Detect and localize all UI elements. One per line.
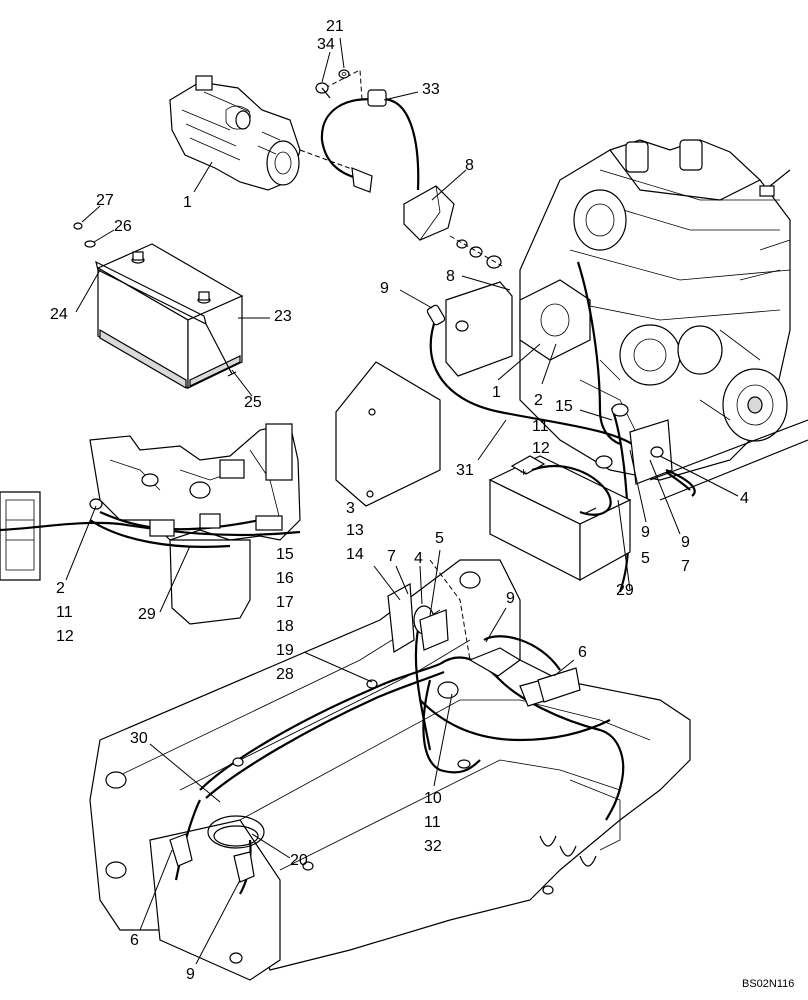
callout-1-engine: 1	[492, 384, 501, 401]
nuts-8	[449, 235, 503, 269]
callout-12-right: 12	[532, 440, 550, 457]
callout-32: 32	[424, 838, 442, 855]
callout-25: 25	[244, 394, 262, 411]
callout-5-mid: 5	[435, 530, 444, 547]
cable-loop-20	[169, 799, 265, 895]
engine-side-view	[0, 423, 301, 625]
callout-9-right-b: 9	[641, 524, 650, 541]
battery-2: +	[488, 455, 632, 582]
callout-4-mid: 4	[414, 550, 423, 567]
callout-15-right: 15	[555, 398, 573, 415]
callout-1-starter: 1	[183, 194, 192, 211]
callout-11-left: 11	[56, 604, 73, 621]
callout-5-right: 5	[641, 550, 650, 567]
callout-18: 18	[276, 618, 294, 635]
callout-16: 16	[276, 570, 294, 587]
callout-11-bottom: 11	[424, 814, 441, 831]
callout-6-bottom: 6	[130, 932, 139, 949]
ground-cable-33	[320, 89, 420, 193]
callout-27: 27	[96, 192, 114, 209]
callout-15-mid: 15	[276, 546, 294, 563]
callout-24: 24	[50, 306, 68, 323]
chassis-frame	[89, 559, 691, 981]
callout-9-engine: 9	[380, 280, 389, 297]
drawing-code: BS02N116	[742, 978, 795, 990]
callout-2-engine: 2	[534, 392, 543, 409]
callout-29-left: 29	[138, 606, 156, 623]
callout-9-right-a: 9	[681, 534, 690, 551]
callout-13: 13	[346, 522, 364, 539]
terminal-boot-8	[403, 185, 455, 241]
callout-3: 3	[346, 500, 355, 517]
washer-21	[338, 69, 350, 79]
callout-4-right: 4	[740, 490, 749, 507]
callout-20: 20	[290, 852, 308, 869]
starter-plate	[445, 281, 513, 377]
callout-7-mid: 7	[387, 548, 396, 565]
callout-2-left: 2	[56, 580, 65, 597]
callout-11-right: 11	[532, 418, 549, 435]
callout-31: 31	[456, 462, 474, 479]
callout-19: 19	[276, 642, 294, 659]
callout-6-mid: 6	[578, 644, 587, 661]
callout-21: 21	[326, 18, 344, 35]
starter-motor	[169, 75, 301, 191]
leader-lines	[65, 37, 739, 965]
callout-26: 26	[114, 218, 132, 235]
callout-29-right: 29	[616, 582, 634, 599]
callout-14: 14	[346, 546, 364, 563]
callout-28: 28	[276, 666, 294, 683]
callout-9-mid: 9	[506, 590, 515, 607]
callout-7-right: 7	[681, 558, 690, 575]
callout-33: 33	[422, 81, 440, 98]
callout-30: 30	[130, 730, 148, 747]
svg-text:+: +	[520, 465, 527, 479]
callout-8-boot: 8	[465, 157, 474, 174]
engine-assembly	[519, 139, 808, 501]
callout-17: 17	[276, 594, 294, 611]
callout-10: 10	[424, 790, 442, 807]
callout-8-engine: 8	[446, 268, 455, 285]
frame-harness	[199, 583, 625, 821]
mounting-plate-3	[335, 361, 441, 507]
bolt-34	[315, 82, 331, 99]
callout-12-left: 12	[56, 628, 74, 645]
hardware-27-26	[73, 222, 96, 248]
callout-9-bottom: 9	[186, 966, 195, 983]
callout-34: 34	[317, 36, 335, 53]
callout-23: 23	[274, 308, 292, 325]
battery	[95, 243, 244, 390]
